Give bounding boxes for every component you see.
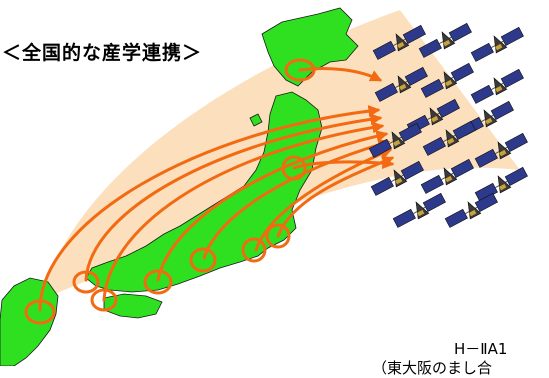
node-rings xyxy=(24,58,316,325)
caption-line-2: （東大阪のまし合 xyxy=(372,359,493,377)
arrow-chugoku xyxy=(156,130,389,282)
caption-line-1: H－ⅡA1 xyxy=(454,340,508,358)
node-chugoku xyxy=(143,269,173,295)
satellite-icon xyxy=(474,132,528,168)
node-tohoku xyxy=(281,155,307,181)
node-chubu xyxy=(241,237,267,263)
satellite-icon xyxy=(420,62,474,98)
collaboration-arrows xyxy=(38,67,395,312)
arrow-chubu xyxy=(254,148,393,252)
page-title: ＜全国的な産学連携＞ xyxy=(2,42,203,64)
arrow-kanto xyxy=(276,156,395,238)
node-west xyxy=(72,270,100,294)
industry-academia-collaboration-diagram xyxy=(0,7,528,366)
node-kansai xyxy=(189,247,217,273)
satellite-icon xyxy=(420,158,474,194)
satellite-icon xyxy=(444,192,498,228)
satellite-icon xyxy=(392,192,446,228)
node-hokkaido xyxy=(284,58,316,82)
satellite-icon xyxy=(374,66,428,102)
arrow-tohoku xyxy=(292,157,395,170)
arrow-kyushu xyxy=(38,105,381,312)
satellite-icon xyxy=(368,122,422,158)
satellite-icon xyxy=(372,24,426,60)
satellite-icon xyxy=(370,160,424,196)
satellite-icon xyxy=(470,68,524,104)
satellite-icon xyxy=(406,98,460,134)
node-kanto xyxy=(265,223,291,249)
arrow-hokkaido xyxy=(298,67,383,82)
satellite-grid xyxy=(368,22,528,228)
arrow-west-1 xyxy=(84,113,383,282)
satellite-icon xyxy=(474,166,528,202)
arrow-kansai xyxy=(202,138,391,260)
satellite-icon xyxy=(418,22,472,58)
satellite-icon xyxy=(470,26,524,62)
arrow-west-2 xyxy=(102,121,385,302)
node-shikoku xyxy=(90,288,118,312)
satellite-icon xyxy=(422,120,476,156)
node-kyushu xyxy=(24,299,56,325)
